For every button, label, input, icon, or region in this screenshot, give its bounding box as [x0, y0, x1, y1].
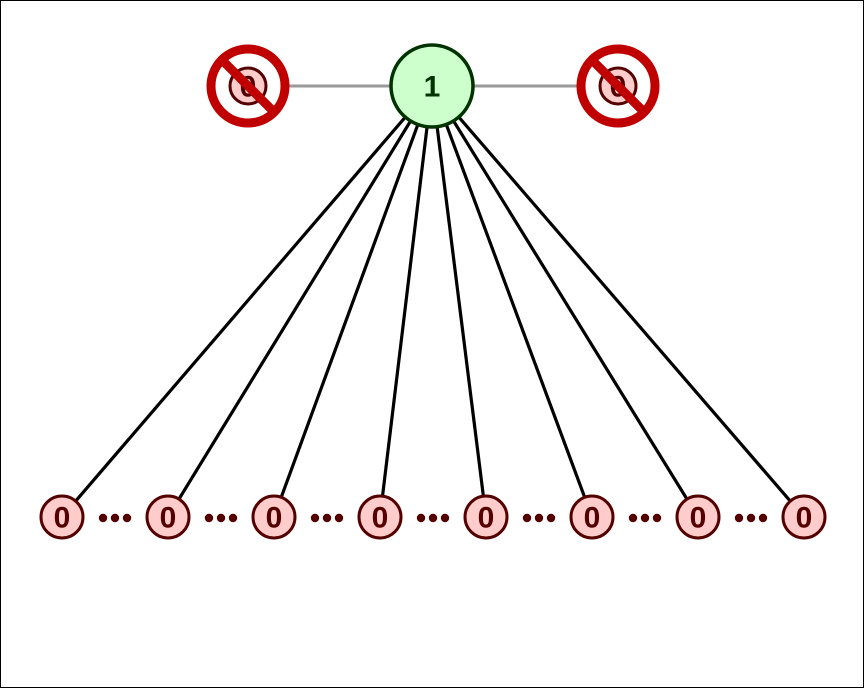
nodes-group: 0 0 1 0 0 0 0 0 0 0 0 — [39, 43, 827, 540]
ellipsis-dot — [428, 513, 438, 523]
node-label: 0 — [372, 502, 389, 535]
ellipsis-dot — [322, 513, 332, 523]
forbidden-node-2: 0 — [576, 44, 660, 128]
node-circle — [389, 43, 475, 129]
ellipsis-dot — [522, 513, 532, 523]
node-circle — [463, 494, 509, 540]
ellipsis-dot — [216, 513, 226, 523]
node-label: 0 — [54, 502, 71, 535]
forbidden-node-1: 0 — [206, 44, 290, 128]
node-circle — [357, 494, 403, 540]
bottom-node-1: 0 — [39, 494, 85, 540]
node-circle — [39, 494, 85, 540]
node-label: 0 — [266, 502, 283, 535]
ellipsis-dot — [334, 513, 344, 523]
ellipsis-icon — [98, 513, 132, 523]
ellipsis-icon — [204, 513, 238, 523]
edge-bottom-7 — [430, 85, 700, 518]
center-node: 1 — [389, 43, 475, 129]
bottom-node-8: 0 — [781, 494, 827, 540]
bottom-node-5: 0 — [463, 494, 509, 540]
prohibited-slash — [218, 56, 278, 116]
node-circle — [569, 494, 615, 540]
ellipsis-dot — [204, 513, 214, 523]
edge-bottom-2 — [166, 85, 434, 518]
ellipsis-dot — [440, 513, 450, 523]
ellipsis-icon — [628, 513, 662, 523]
node-label: 0 — [690, 502, 707, 535]
ellipsis-dot — [640, 513, 650, 523]
ellipsis-icon — [310, 513, 344, 523]
edge-bottom-5 — [430, 85, 488, 518]
node-circle — [251, 494, 297, 540]
ellipsis-dot — [310, 513, 320, 523]
edge-bottom-1 — [60, 84, 434, 519]
bottom-node-3: 0 — [251, 494, 297, 540]
ellipsis-icon — [522, 513, 556, 523]
ellipsis-dot — [98, 513, 108, 523]
ellipsis-dot — [758, 513, 768, 523]
edge-bottom-8 — [430, 84, 806, 519]
ellipsis-dot — [110, 513, 120, 523]
edges-group — [60, 84, 806, 519]
node-label: 0 — [478, 502, 495, 535]
prohibited-slash — [588, 56, 648, 116]
node-circle — [145, 494, 191, 540]
bottom-node-2: 0 — [145, 494, 191, 540]
ellipsis-dot — [228, 513, 238, 523]
node-label: 1 — [424, 71, 441, 104]
edge-bottom-6 — [430, 85, 594, 518]
ellipsis-dot — [546, 513, 556, 523]
ellipsis-dot — [416, 513, 426, 523]
ellipsis-icon — [416, 513, 450, 523]
ellipsis-dot — [746, 513, 756, 523]
ellipsis-dot — [734, 513, 744, 523]
node-circle — [781, 494, 827, 540]
node-label: 0 — [160, 502, 177, 535]
ellipsis-dot — [628, 513, 638, 523]
bottom-node-6: 0 — [569, 494, 615, 540]
node-circle — [675, 494, 721, 540]
ellipsis-dot — [122, 513, 132, 523]
ellipsis-dot — [534, 513, 544, 523]
edge-bottom-4 — [378, 85, 434, 518]
ellipsis-dot — [652, 513, 662, 523]
ellipsis-icon — [734, 513, 768, 523]
bottom-node-4: 0 — [357, 494, 403, 540]
edge-bottom-3 — [272, 85, 434, 518]
bottom-node-7: 0 — [675, 494, 721, 540]
node-label: 0 — [796, 502, 813, 535]
node-label: 0 — [584, 502, 601, 535]
